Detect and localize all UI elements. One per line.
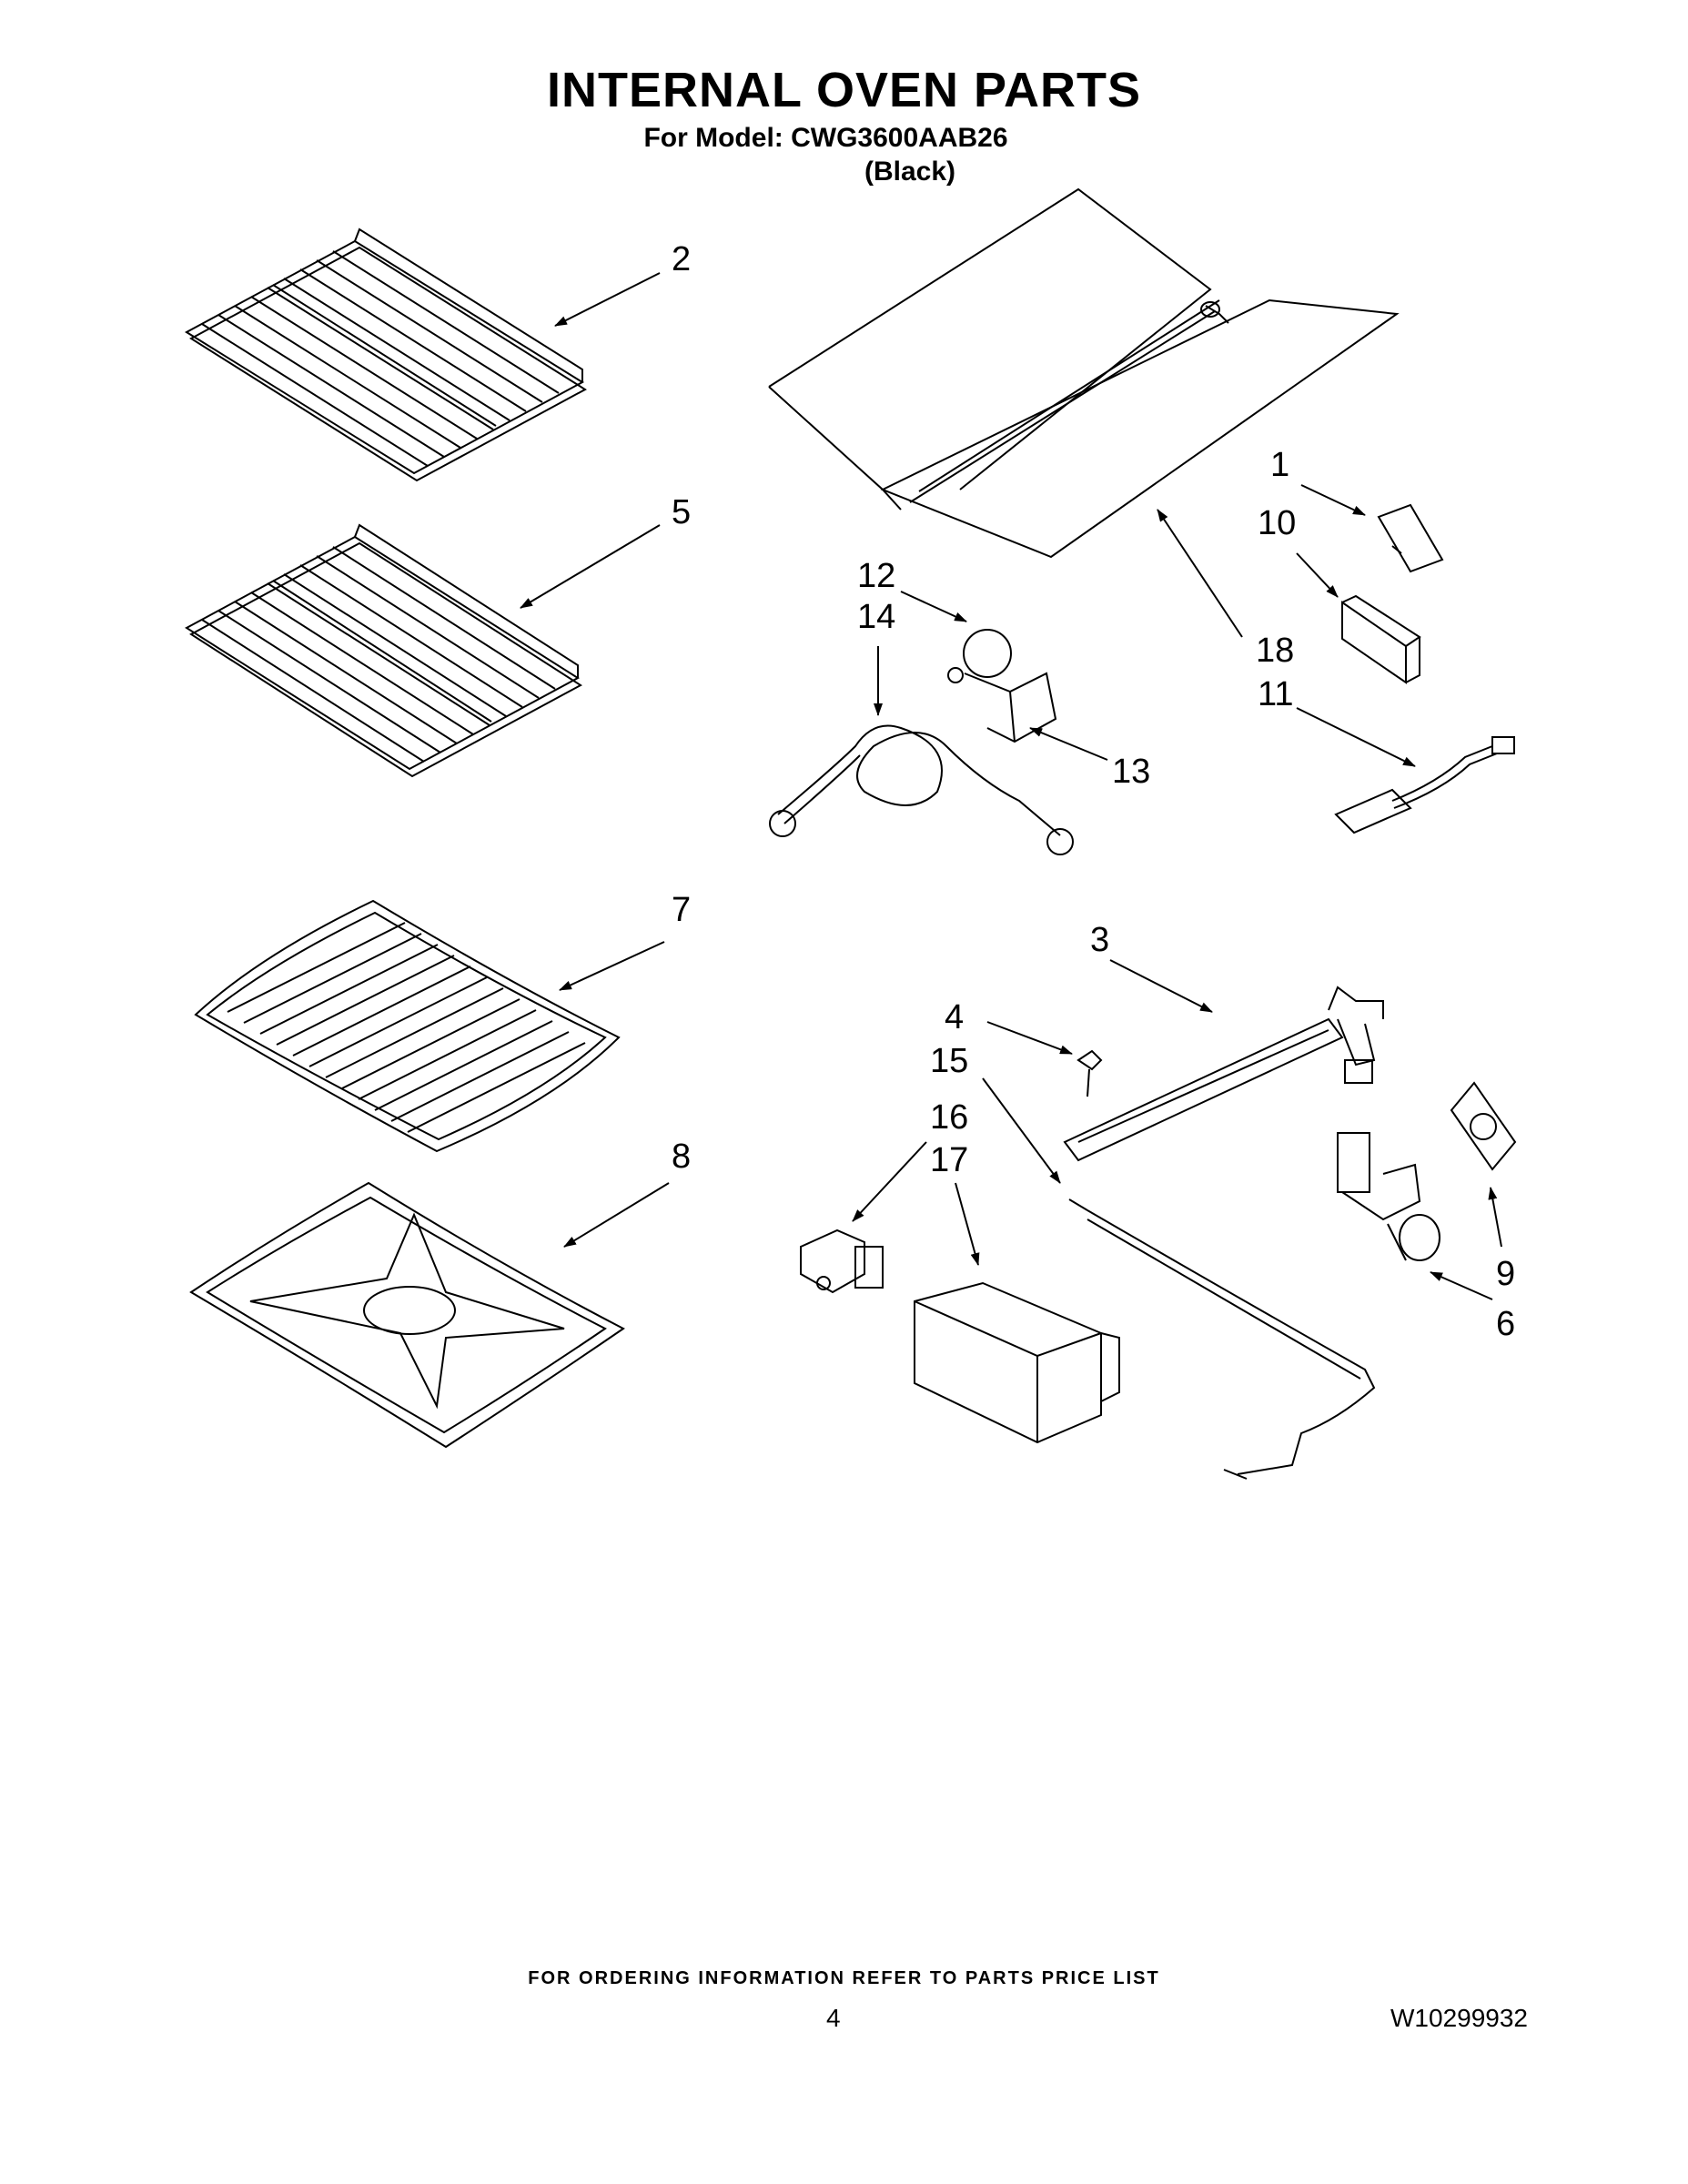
page-title: INTERNAL OVEN PARTS	[546, 63, 1142, 117]
mounting-plate	[1450, 1081, 1517, 1171]
callout-18: 18	[1256, 632, 1294, 670]
gas-tube-coil	[769, 724, 1074, 855]
callout-8: 8	[672, 1138, 691, 1176]
model-line: For Model: CWG3600AAB26	[643, 123, 1008, 153]
callout-17: 17	[930, 1141, 968, 1179]
igniter	[1334, 736, 1515, 834]
callout-1: 1	[1270, 446, 1289, 484]
burner-baffle	[768, 187, 1400, 559]
igniter-bracket	[1341, 594, 1421, 684]
callout-7: 7	[672, 891, 691, 929]
pressure-regulator	[914, 1281, 1120, 1444]
shield-plate	[1377, 503, 1444, 573]
callout-2: 2	[672, 240, 691, 278]
callout-arrows	[520, 272, 1502, 1300]
callout-3: 3	[1090, 921, 1109, 959]
callout-12: 12	[857, 557, 895, 595]
oven-rack-lower	[185, 523, 582, 778]
screw	[1076, 1049, 1103, 1097]
bake-burner	[1063, 986, 1384, 1162]
broiler-pan	[189, 1181, 625, 1449]
page-number: 4	[826, 2004, 841, 2032]
broiler-grid	[194, 899, 621, 1153]
callout-13: 13	[1112, 753, 1150, 791]
orifice-fitting	[1337, 1132, 1440, 1261]
callout-5: 5	[672, 493, 691, 531]
callout-4: 4	[945, 998, 964, 1036]
callout-numbers: 2 5 7 8 1 10 18 11 12 14 13 3 4 15 16 17…	[672, 240, 1515, 1343]
callout-10: 10	[1258, 504, 1296, 542]
callout-16: 16	[930, 1098, 968, 1137]
variant-label: (Black)	[864, 157, 956, 187]
callout-15: 15	[930, 1042, 968, 1080]
safety-valve	[947, 629, 1057, 743]
ordering-note: FOR ORDERING INFORMATION REFER TO PARTS …	[528, 1968, 1160, 1988]
callout-14: 14	[857, 598, 895, 636]
gas-tube	[1068, 1198, 1376, 1480]
document-number: W10299932	[1390, 2004, 1529, 2032]
callout-6: 6	[1496, 1305, 1515, 1343]
oven-rack-upper	[185, 228, 587, 482]
regulator-fitting	[800, 1228, 884, 1294]
callout-9: 9	[1496, 1255, 1515, 1293]
callout-11: 11	[1258, 675, 1293, 713]
